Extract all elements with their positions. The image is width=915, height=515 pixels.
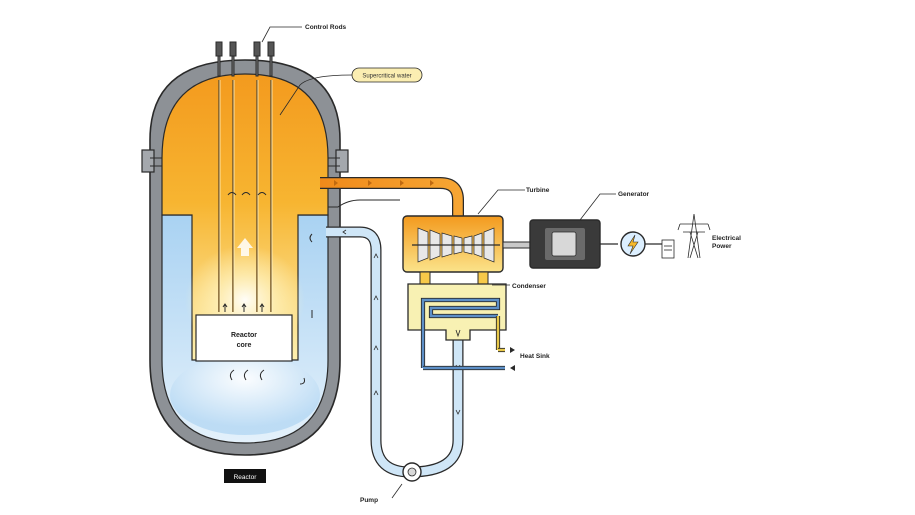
supercritical-water-label: Supercritical water: [362, 74, 411, 80]
generator-label: Generator: [618, 191, 650, 198]
reactor-vessel: [141, 59, 349, 456]
turbine-label: Turbine: [526, 187, 550, 194]
lightning-meter-icon: [620, 231, 662, 257]
pump-icon: [402, 462, 422, 482]
reactor-core: Reactor core: [195, 314, 293, 362]
control-rods: [215, 41, 275, 312]
electrical-power-label-1: Electrical: [712, 235, 741, 242]
heat-sink-label: Heat Sink: [520, 353, 550, 360]
shaft: [502, 241, 534, 249]
condenser: [407, 283, 515, 371]
generator-motor-icon: [529, 219, 618, 269]
reactor-tag: Reactor: [224, 469, 266, 483]
feedwater-loop: [326, 199, 464, 478]
electrical-power-label-2: Power: [712, 243, 732, 250]
power-pylon-icon: [661, 213, 711, 259]
reactor-core-label-1: Reactor: [231, 332, 257, 339]
condenser-label: Condenser: [512, 283, 546, 290]
control-rods-label: Control Rods: [305, 24, 347, 31]
supercritical-water-pill: Supercritical water: [351, 67, 423, 83]
steam-pipe: [320, 177, 464, 222]
turbine: [402, 215, 504, 285]
callout-lines: [261, 26, 616, 499]
reactor-label: Reactor: [234, 474, 258, 481]
up-arrow-icon: [237, 238, 253, 256]
reactor-flow-arrows: [222, 192, 313, 385]
reactor-core-label-2: core: [237, 342, 252, 349]
pump-label: Pump: [360, 497, 378, 504]
